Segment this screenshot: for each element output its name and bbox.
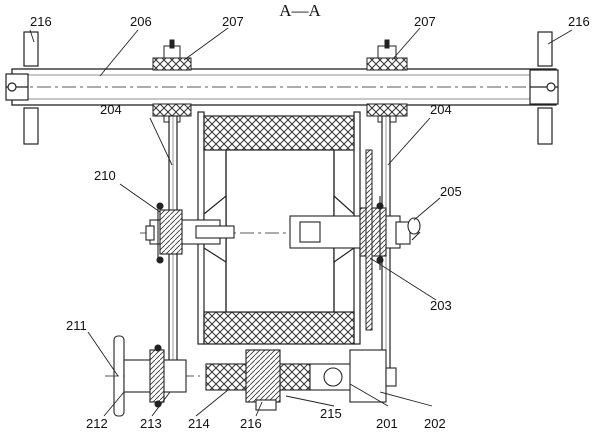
- left-end-block: [5, 31, 39, 145]
- label-202: 202: [424, 416, 446, 431]
- label-216-left: 216: [30, 14, 52, 29]
- label-207-left: 207: [222, 14, 244, 29]
- leader-lines: [29, 27, 573, 417]
- label-204-right: 204: [430, 102, 452, 117]
- label-201: 201: [376, 416, 398, 431]
- label-215: 215: [320, 406, 342, 421]
- bearing-left-top: [152, 39, 192, 71]
- top-shaft: [11, 68, 557, 106]
- chain-sprocket: [365, 149, 373, 331]
- label-213: 213: [140, 416, 162, 431]
- label-212: 212: [86, 416, 108, 431]
- label-216-bottom: 216: [240, 416, 262, 431]
- label-210: 210: [94, 168, 116, 183]
- label-211: 211: [66, 318, 87, 333]
- section-title: A—A: [279, 1, 321, 20]
- right-end-block: [529, 31, 559, 145]
- label-203: 203: [430, 298, 452, 313]
- left-hub-assembly: [145, 202, 235, 264]
- bearing-right-top: [366, 39, 408, 71]
- label-216-right: 216: [568, 14, 590, 29]
- label-207-right: 207: [414, 14, 436, 29]
- label-204-left: 204: [100, 102, 122, 117]
- right-hub-assembly: [289, 196, 421, 270]
- label-206: 206: [130, 14, 152, 29]
- label-214: 214: [188, 416, 210, 431]
- label-205: 205: [440, 184, 462, 199]
- worm-drive-assembly: [105, 335, 397, 417]
- callout-labels: 216 206 207 207 216 204 204 210 205 203 …: [30, 14, 590, 431]
